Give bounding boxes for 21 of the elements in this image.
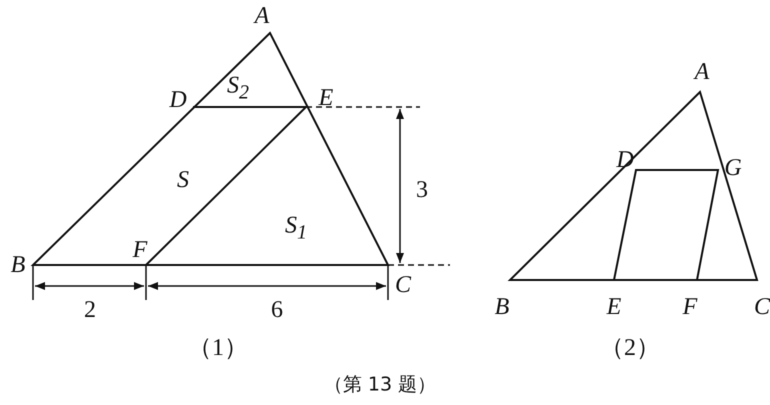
area-label: S$_{2}$	[227, 74, 249, 102]
point-label: C	[754, 295, 770, 319]
point-label: F	[682, 295, 698, 319]
point-label: E	[318, 86, 334, 110]
point-label: A	[694, 60, 710, 84]
area-label: S$_{1}$	[285, 214, 307, 242]
point-label: E	[606, 295, 622, 319]
point-label: G	[724, 156, 742, 180]
figure-label: （1）	[188, 336, 248, 360]
point-label: C	[395, 273, 411, 297]
area-label: S	[177, 168, 189, 192]
point-label: F	[132, 238, 148, 262]
point-label: A	[254, 4, 270, 28]
dimension-label: 6	[271, 298, 283, 322]
figure-label: （2）	[600, 336, 660, 360]
dimension-label: 3	[416, 178, 428, 202]
caption: （第 13 题）	[324, 376, 436, 394]
point-label: B	[10, 253, 26, 277]
point-label: D	[169, 88, 187, 112]
dimension-label: 2	[84, 298, 96, 322]
point-label: B	[494, 295, 510, 319]
